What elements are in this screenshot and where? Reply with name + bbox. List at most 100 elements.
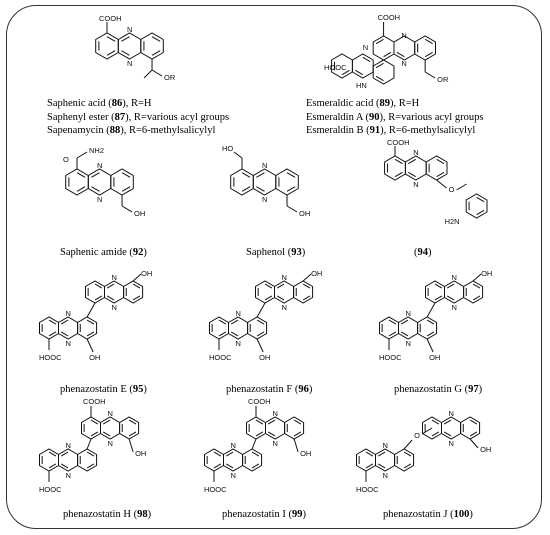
- double-bond: [434, 283, 443, 289]
- double-bond: [434, 295, 443, 301]
- ring-bond: [417, 316, 438, 340]
- ring-bond: [293, 280, 314, 304]
- double-bond: [251, 463, 260, 469]
- atom-label: N: [401, 31, 406, 40]
- atom-label: N: [236, 309, 241, 318]
- bond: [426, 338, 434, 353]
- atom-label: N: [112, 273, 117, 282]
- double-bond: [424, 51, 433, 58]
- ring-bond: [77, 448, 98, 472]
- bond: [256, 338, 264, 353]
- atom-label: N: [236, 339, 241, 348]
- atom-label: OR: [437, 75, 449, 84]
- double-bond: [106, 36, 116, 42]
- ring-bond: [351, 53, 374, 79]
- double-bond: [276, 283, 285, 289]
- double-bond: [472, 295, 481, 301]
- bond: [121, 205, 133, 213]
- double-bond: [408, 158, 417, 165]
- atom-label: N: [413, 180, 418, 189]
- double-bond: [128, 419, 137, 425]
- atom-label: OH: [311, 269, 322, 278]
- caption-96: phenazostatin F (96): [226, 384, 313, 395]
- atom-label: N: [449, 409, 454, 418]
- caption-97: phenazostatin G (97): [394, 384, 483, 395]
- double-bond: [60, 463, 69, 469]
- double-bond: [251, 451, 260, 457]
- bond: [421, 427, 433, 435]
- atom-label: COOH: [387, 138, 410, 147]
- atom-label: N: [262, 161, 267, 170]
- double-bond: [267, 419, 276, 425]
- double-bond: [241, 172, 251, 178]
- double-bond: [256, 331, 265, 337]
- bond: [132, 273, 142, 282]
- double-bond: [218, 319, 227, 325]
- double-bond: [230, 319, 239, 325]
- double-bond: [394, 171, 403, 178]
- atom-label: N: [112, 303, 117, 312]
- double-bond: [276, 295, 285, 301]
- atom-label: HOOC: [39, 485, 62, 494]
- double-bond: [218, 331, 227, 337]
- atom-label: N: [413, 148, 418, 157]
- double-bond: [469, 431, 478, 437]
- atom-label: OH: [480, 445, 491, 454]
- double-bond: [106, 283, 115, 289]
- atom-label: OH: [481, 269, 492, 278]
- atom-label: N: [452, 303, 457, 312]
- atom-label: HOOC: [324, 63, 347, 72]
- atom-label: N: [66, 441, 71, 450]
- atom-label: N: [262, 195, 267, 204]
- double-bond: [472, 283, 481, 289]
- bond: [233, 151, 243, 159]
- double-bond: [426, 331, 435, 337]
- atom-label: N: [452, 273, 457, 282]
- double-bond: [443, 431, 452, 437]
- double-bond: [293, 419, 302, 425]
- atom-label: N: [363, 43, 368, 52]
- double-bond: [286, 186, 296, 192]
- atom-label: O: [63, 155, 69, 164]
- double-bond: [256, 319, 265, 325]
- double-bond: [121, 186, 131, 192]
- double-bond: [436, 158, 445, 165]
- bond: [256, 302, 266, 318]
- atom-label: H2N: [445, 217, 460, 226]
- atom-label: N: [108, 409, 113, 418]
- bond: [469, 438, 479, 449]
- double-bond: [121, 50, 130, 56]
- double-bond: [255, 419, 264, 425]
- atom-label: HOOC: [379, 353, 402, 362]
- double-bond: [102, 419, 111, 425]
- double-bond: [377, 463, 386, 469]
- double-bond: [256, 186, 265, 192]
- double-bond: [86, 463, 95, 469]
- atom-label: N: [127, 25, 132, 34]
- bond: [293, 438, 299, 453]
- double-bond: [476, 196, 485, 203]
- double-bond: [400, 331, 409, 337]
- bond: [472, 273, 482, 282]
- ring-bond: [77, 316, 98, 340]
- double-bond: [302, 283, 311, 289]
- double-bond: [375, 75, 384, 82]
- atom-label: HOOC: [204, 485, 227, 494]
- double-bond: [341, 69, 350, 76]
- double-bond: [403, 451, 412, 457]
- atom-label: N: [231, 471, 236, 480]
- atom-label: N: [108, 439, 113, 448]
- double-bond: [400, 319, 409, 325]
- double-bond: [213, 451, 222, 457]
- caption-line: Saphenyl ester (87), R=various acyl grou…: [47, 111, 230, 123]
- double-bond: [241, 186, 251, 192]
- double-bond: [375, 38, 384, 45]
- atom-label: HO: [222, 144, 233, 153]
- atom-label: N: [66, 339, 71, 348]
